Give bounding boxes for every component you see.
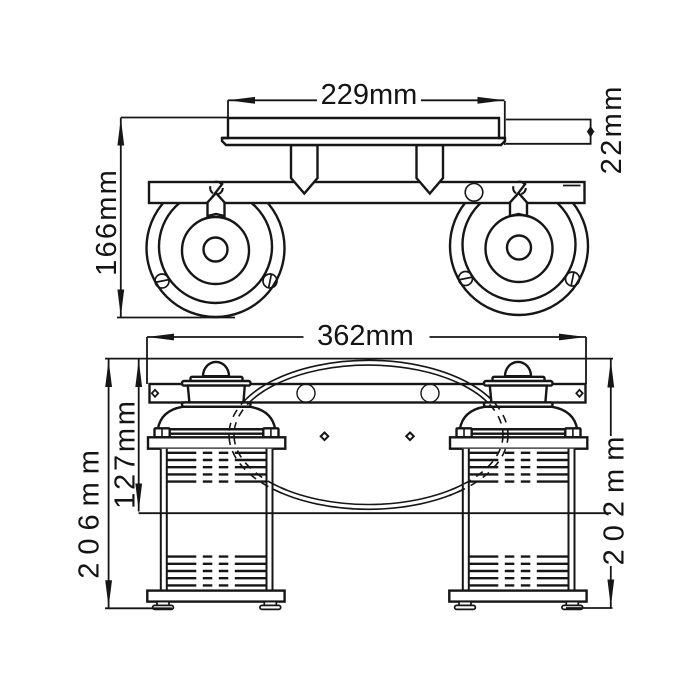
svg-text:127mm: 127mm [110,398,142,508]
svg-text:202mm: 202mm [599,429,631,566]
svg-text:22mm: 22mm [596,84,628,174]
svg-text:166mm: 166mm [91,168,123,276]
svg-text:362mm: 362mm [317,320,414,352]
svg-text:206mm: 206mm [74,442,106,579]
svg-text:229mm: 229mm [321,79,418,111]
